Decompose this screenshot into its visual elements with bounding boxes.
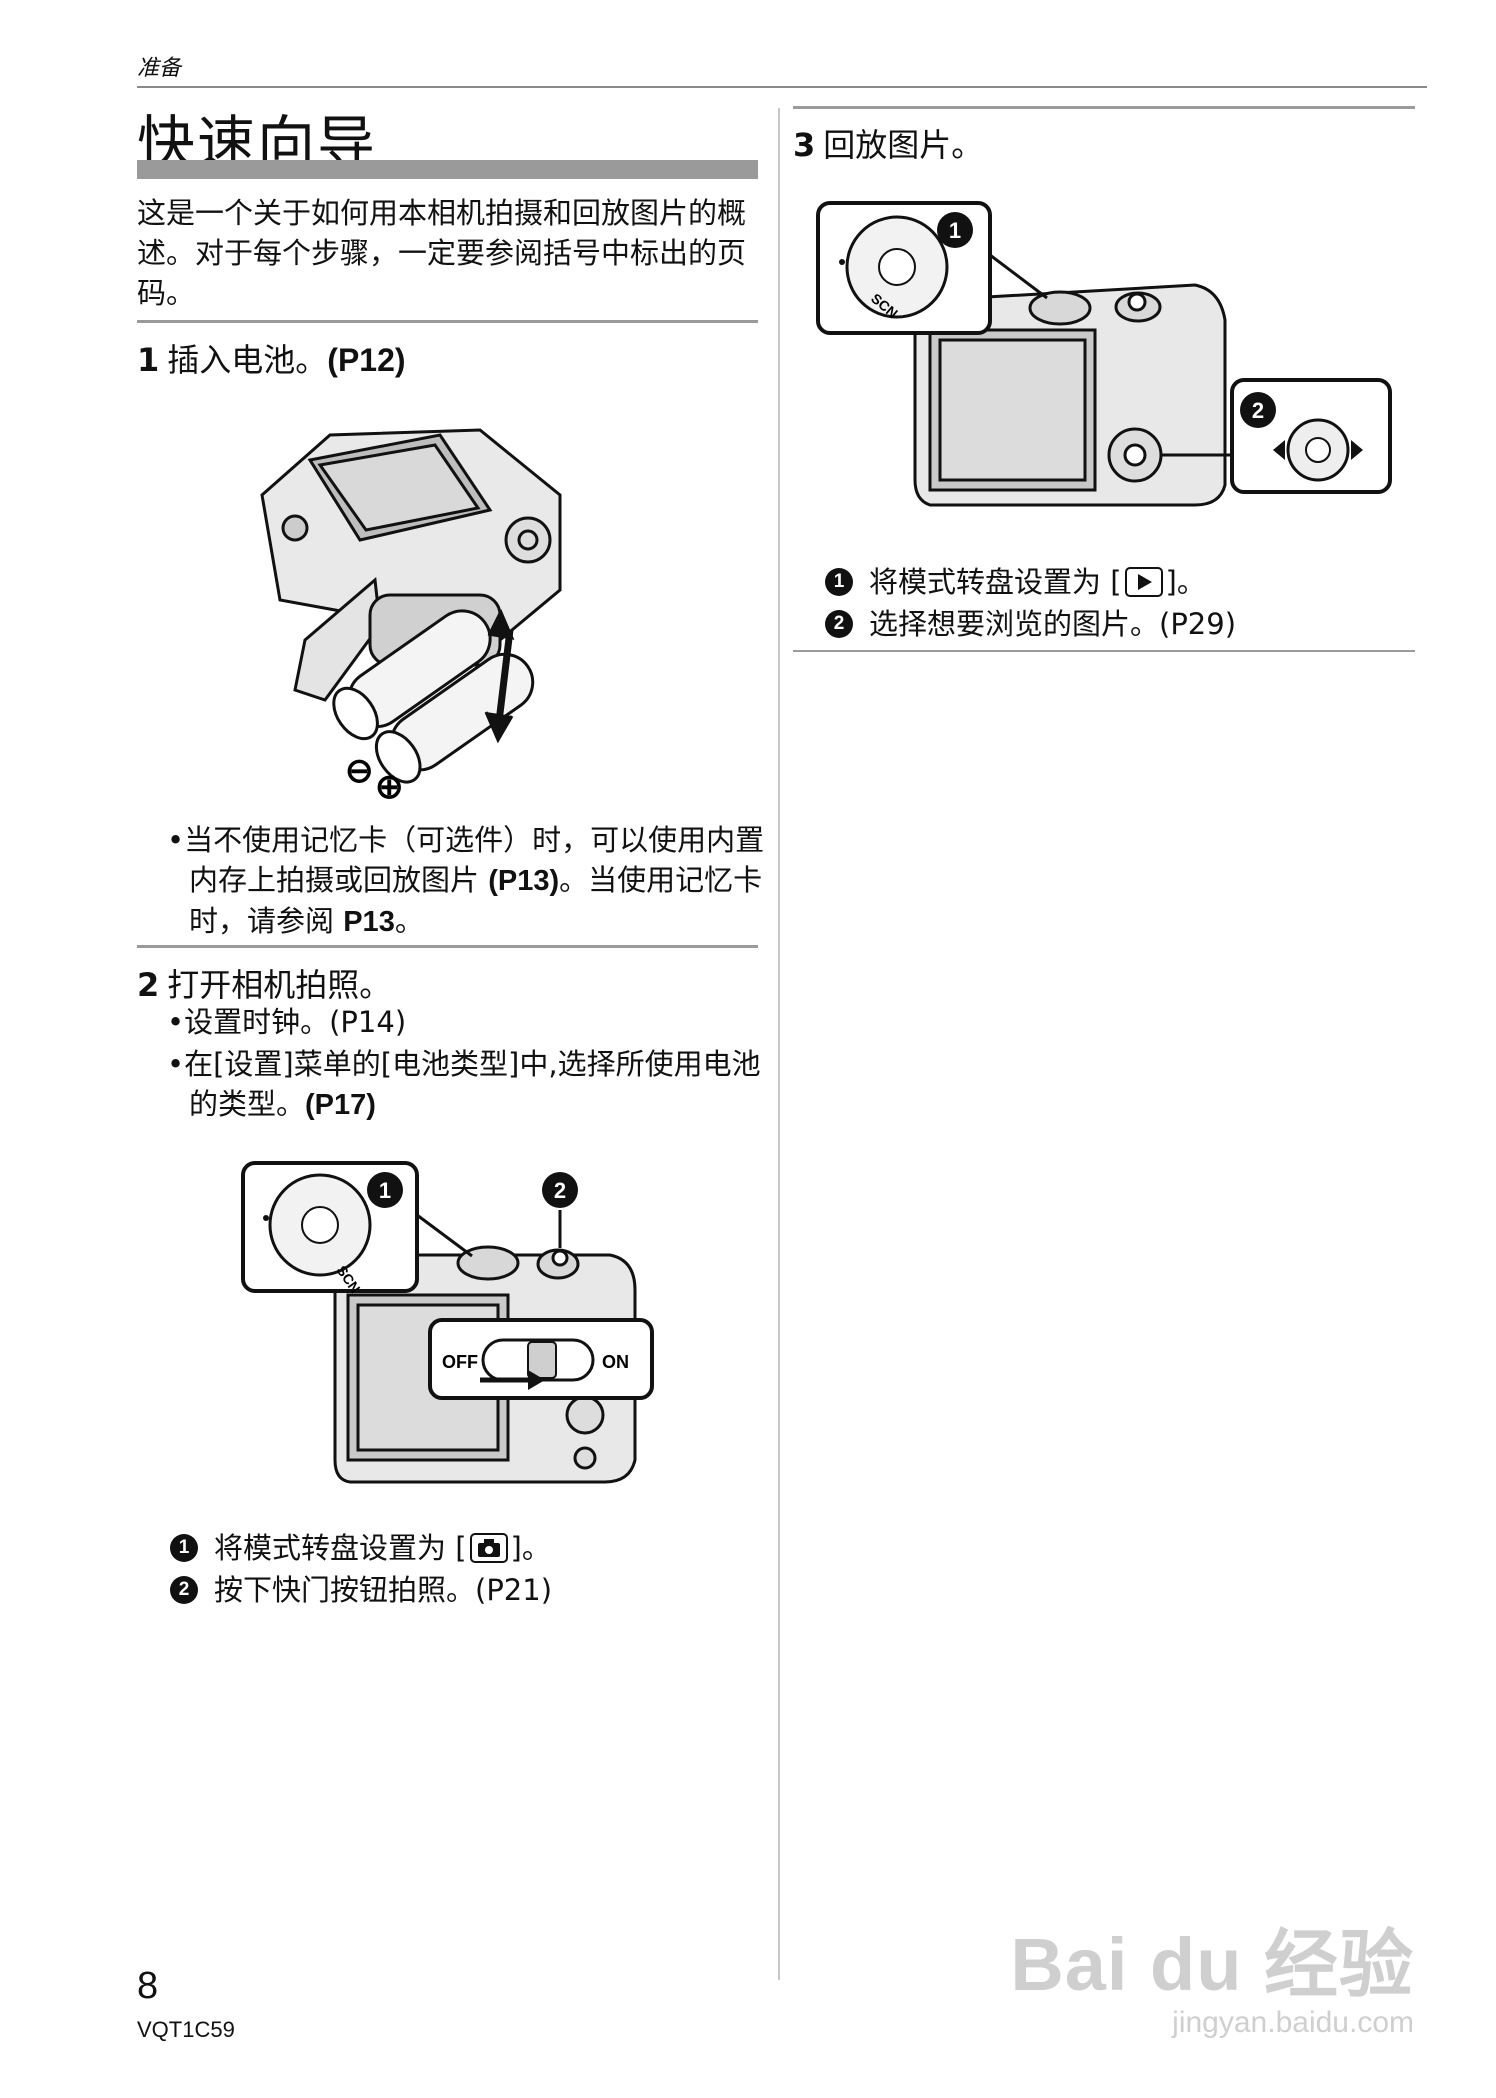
step2-title: 打开相机拍照。 [167, 966, 392, 1004]
step3-bottom-divider [793, 650, 1415, 652]
intro-paragraph: 这是一个关于如何用本相机拍摄和回放图片的概述。对于每个步骤，一定要参阅括号中标出… [137, 196, 747, 310]
step2-item2-text: 按下快门按钮拍照。(P21) [214, 1573, 553, 1607]
step3-divider [793, 106, 1415, 109]
step2-item1-marker: 1 [170, 1534, 198, 1562]
step2-bullet2-text: 在[设置]菜单的[电池类型]中,选择所使用电池的类型。 [184, 1047, 761, 1121]
step3-item-2: 2 选择想要浏览的图片。(P29) [825, 604, 1236, 644]
step2-item1-text-b: ]。 [510, 1531, 551, 1565]
watermark-brand: Bai du 经验 [1010, 1923, 1414, 2006]
step1-bullet-text-a: 当不使用记忆卡（可选件）时，可以使用内置内存上拍摄或回放图片 [184, 823, 765, 897]
step2-bullet-1: •设置时钟。(P14) [167, 1005, 407, 1039]
step2-item2-marker: 2 [170, 1576, 198, 1604]
document-code: VQT1C59 [137, 2017, 235, 2042]
step3-marker-2: 2 [1252, 398, 1264, 423]
step1-number: 1 [137, 341, 160, 379]
step2-marker-2: 2 [554, 1178, 566, 1203]
camera-icon [469, 1533, 508, 1563]
step2-marker-1: 1 [379, 1178, 391, 1203]
step3-item1-marker: 1 [825, 568, 853, 596]
step1-bullet-ref1: (P13) [488, 865, 560, 897]
watermark-url: jingyan.baidu.com [1172, 2006, 1414, 2039]
header-divider [137, 86, 1427, 88]
step2-bullet-2: •在[设置]菜单的[电池类型]中,选择所使用电池的类型。(P17) [167, 1047, 761, 1121]
battery-plus-label: ⊕ [375, 768, 404, 800]
step3-number: 3 [793, 126, 816, 164]
step2-divider [137, 945, 758, 948]
step2-number: 2 [137, 966, 160, 1004]
step1-bullet-text-b: 。当使用记忆卡时，请参阅 [189, 863, 763, 938]
switch-off-label: OFF [442, 1352, 478, 1372]
title-bar [137, 160, 758, 179]
switch-on-label: ON [602, 1352, 629, 1372]
step1-bullet: •当不使用记忆卡（可选件）时，可以使用内置内存上拍摄或回放图片 (P13)。当使… [167, 823, 765, 938]
camera-playback-illustration: SCN 1 2 [816, 201, 1392, 507]
column-divider [778, 108, 780, 1980]
step3-item2-marker: 2 [825, 610, 853, 638]
step1-page-ref: (P12) [327, 342, 406, 378]
step3-marker-1: 1 [949, 218, 961, 243]
step3-item1-text-a: 将模式转盘设置为 [ [869, 565, 1122, 599]
step2-bullet1-text: 设置时钟。(P14) [184, 1005, 407, 1039]
step1-title: 插入电池。 [167, 341, 328, 379]
battery-minus-label: ⊖ [345, 752, 374, 790]
battery-illustration: ⊖ ⊕ [260, 428, 562, 800]
step2-item-1: 1 将模式转盘设置为 [ ]。 [170, 1528, 551, 1568]
step3-item1-text-b: ]。 [1165, 565, 1206, 599]
section-label: 准备 [137, 56, 182, 81]
step2-item-2: 2 按下快门按钮拍照。(P21) [170, 1570, 552, 1610]
step1-divider [137, 320, 758, 323]
step2-item1-text-a: 将模式转盘设置为 [ [214, 1531, 467, 1565]
step2-bullet2-ref: (P17) [305, 1089, 376, 1121]
step1-bullet-text-c: 。 [394, 904, 424, 938]
camera-power-illustration: SCN 1 2 OFF ON [241, 1161, 654, 1484]
page-number: 8 [137, 1965, 159, 2007]
step3-item-1: 1 将模式转盘设置为 [ ]。 [825, 562, 1206, 602]
step1-bullet-ref2: P13 [343, 906, 395, 938]
step3-title: 回放图片。 [823, 126, 984, 164]
step3-item2-text: 选择想要浏览的图片。(P29) [869, 607, 1237, 641]
watermark: Bai du 经验 jingyan.baidu.com [1010, 1905, 1414, 2040]
play-icon [1124, 567, 1163, 597]
